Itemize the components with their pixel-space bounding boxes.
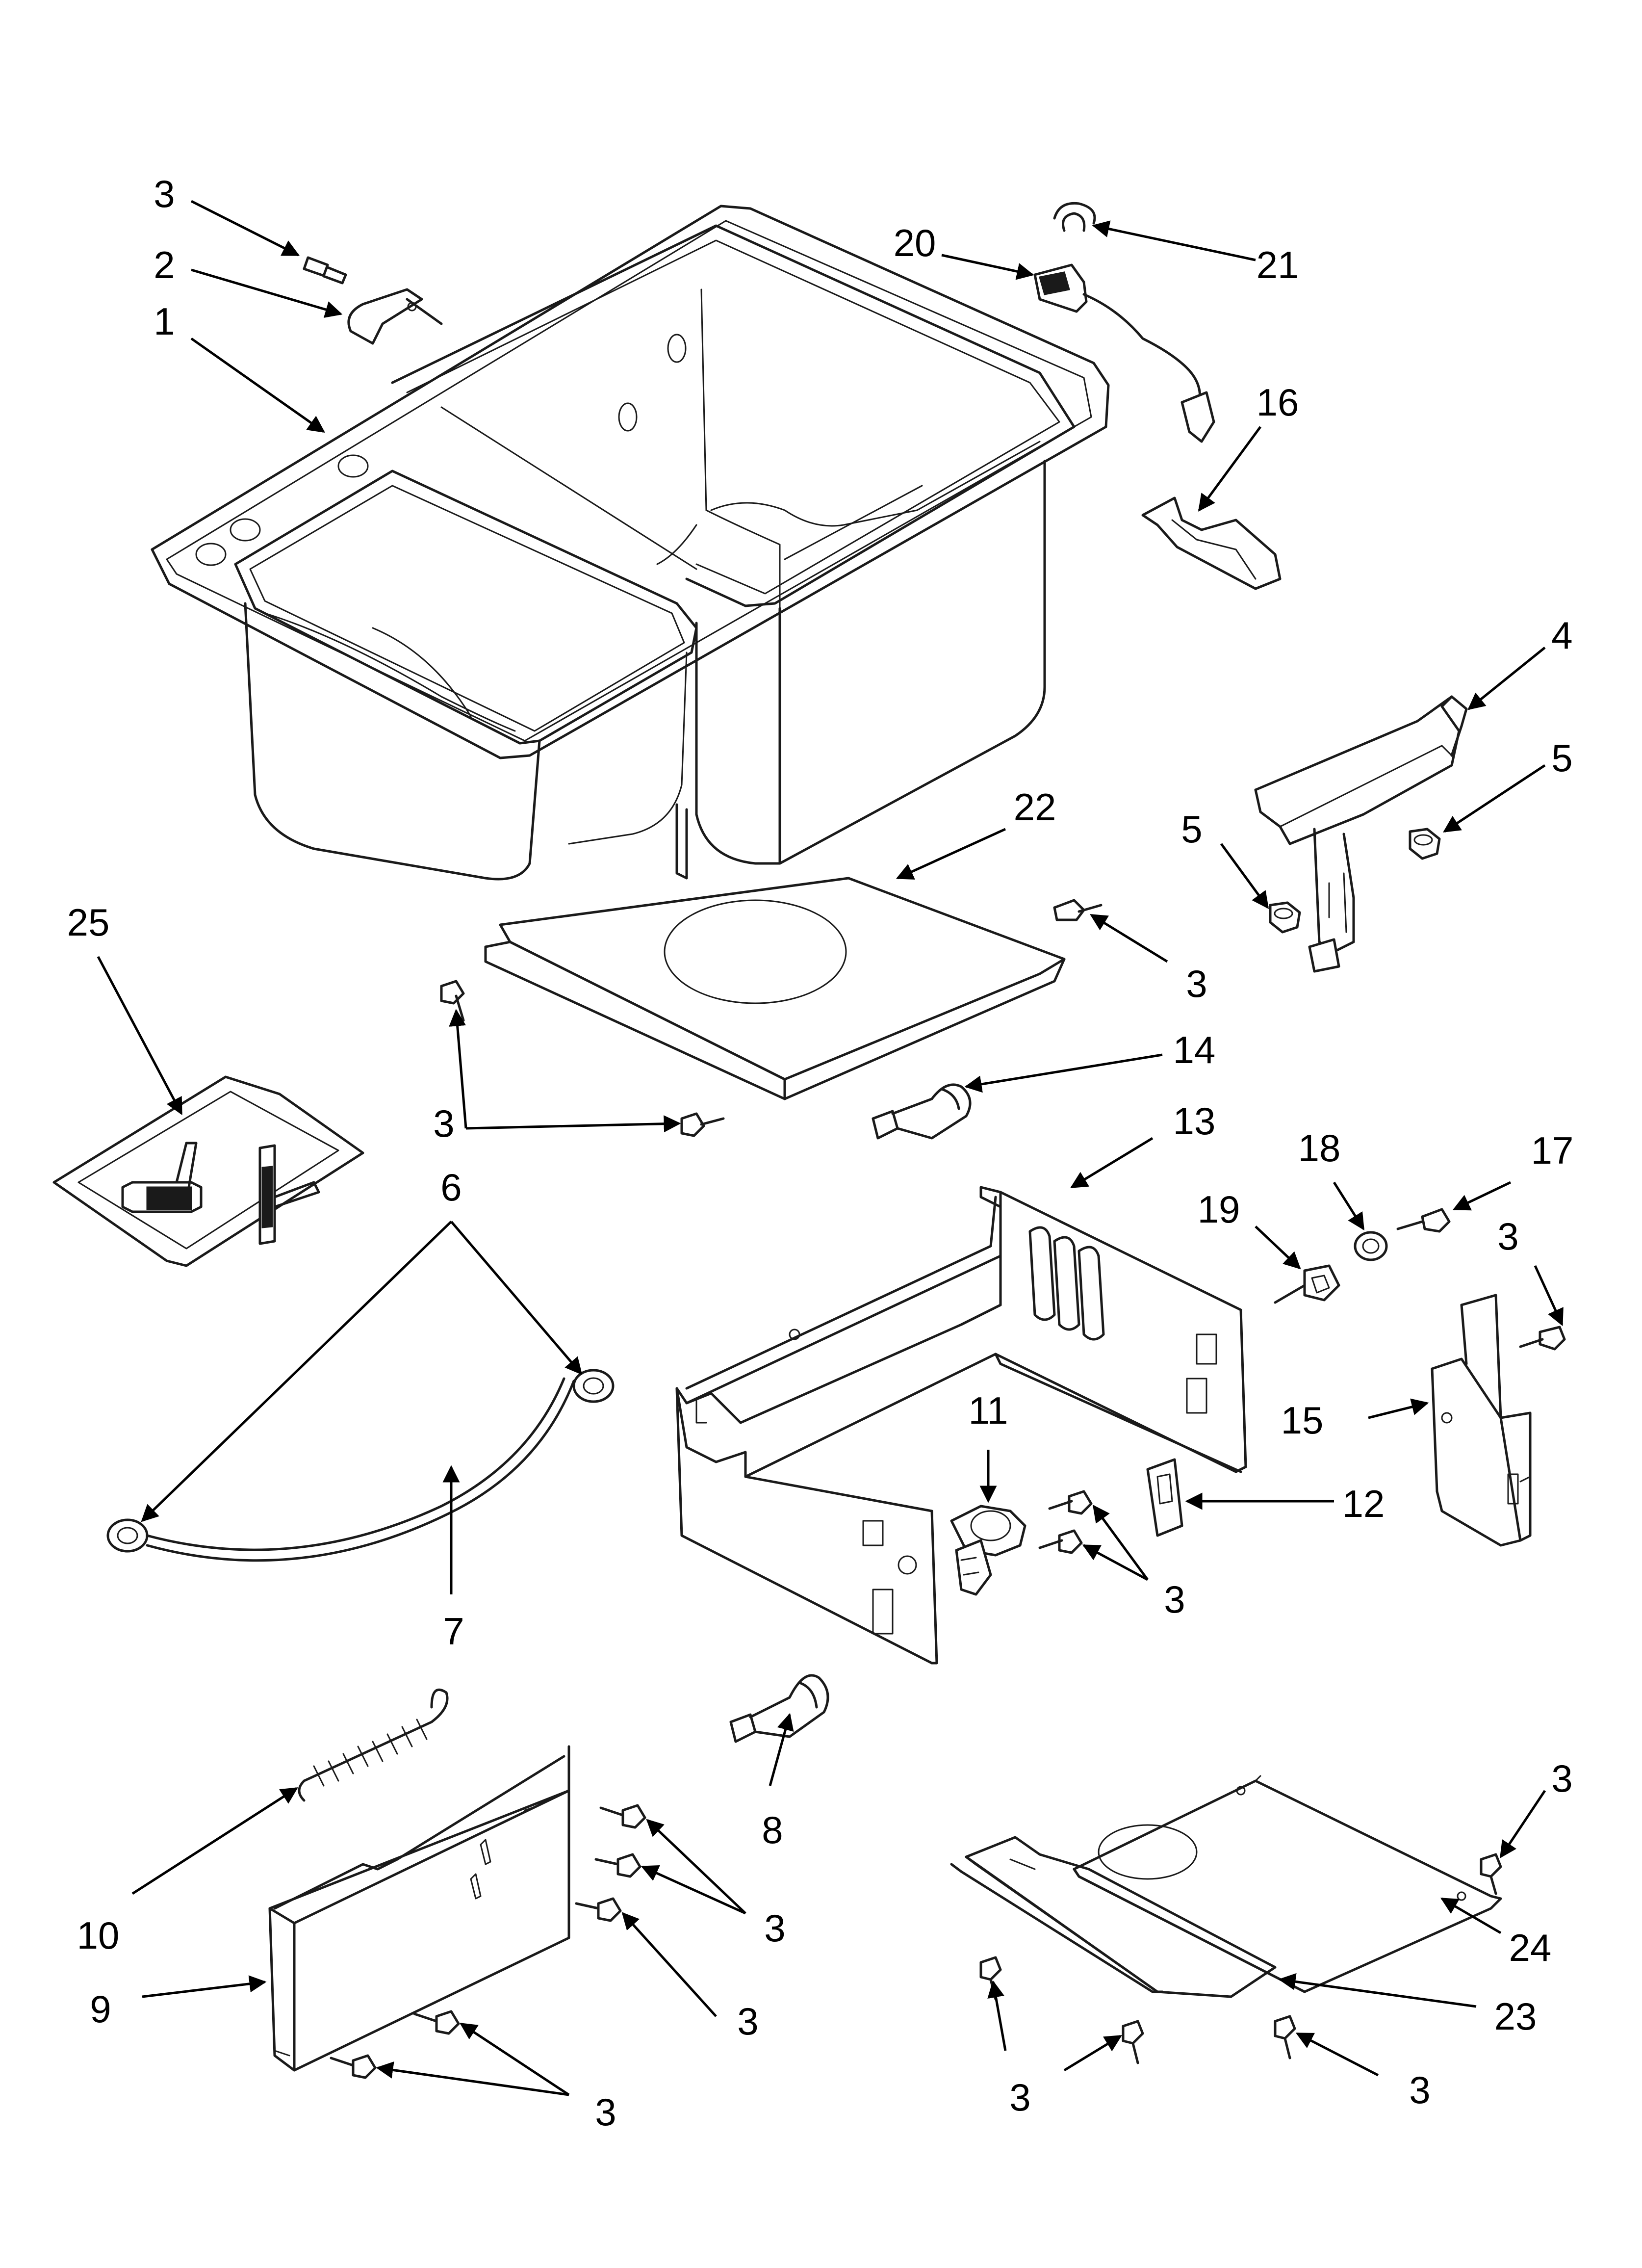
callout-3: 3 [1551,1757,1572,1800]
hose-clip [729,1674,829,1743]
callout-4: 4 [1551,614,1572,657]
callout-3: 3 [1009,2076,1030,2119]
callout-3: 3 [595,2090,616,2134]
sink-tub [151,205,1110,881]
callout-3: 3 [1409,2068,1430,2112]
callout-20: 20 [894,221,936,264]
screw-part [1048,1490,1093,1515]
callout-23: 23 [1494,1995,1537,2038]
base-strip [950,1836,1277,1998]
clip-bracket [1146,1458,1183,1537]
callout-7: 7 [443,1610,464,1653]
drain-channel [1254,695,1468,973]
screw-part [303,256,347,285]
callout-3: 3 [154,172,175,215]
wire-harness [1033,263,1215,443]
base-plate [484,877,1066,1100]
screw-part [1396,1208,1451,1233]
callout-12: 12 [1342,1482,1385,1525]
callout-2: 2 [154,243,175,287]
hardware-kit-bag [52,1075,364,1267]
screw-part [330,2054,377,2079]
callout-3: 3 [764,1906,785,1950]
screw-part [680,1112,725,1137]
hose-clip [872,1083,972,1140]
callout-3: 3 [1186,962,1207,1005]
callout-5: 5 [1551,736,1572,780]
callout-3: 3 [433,1102,454,1145]
screw-part [413,2010,460,2035]
screw-part [594,1853,641,1878]
nut-part [1269,901,1301,934]
callout-21: 21 [1257,243,1299,287]
callout-numbers: 3 2 1 20 21 16 4 5 5 22 3 25 3 14 13 6 1… [67,172,1574,2134]
callout-3: 3 [737,2000,758,2043]
screw-part [1053,899,1103,921]
bushing-part [1354,1231,1388,1261]
bracket-16 [1141,496,1282,590]
side-panel [268,1745,570,2072]
callout-17: 17 [1531,1129,1574,1172]
side-bracket [1431,1294,1532,1547]
cabinet-frame [675,1186,1247,1665]
callout-8: 8 [762,1808,783,1851]
spring-part [298,1688,449,1802]
callout-11: 11 [969,1389,1008,1432]
callout-1: 1 [154,300,175,343]
callout-14: 14 [1173,1028,1216,1071]
drain-hose [106,1369,615,1562]
nut-part [1409,828,1441,860]
grommet-part [1274,1264,1340,1304]
callout-3: 3 [1164,1578,1185,1621]
screw-part [599,1804,646,1829]
callout-3: 3 [1497,1215,1518,1258]
callout-22: 22 [1014,785,1056,829]
screw-part [575,1897,622,1922]
callout-5: 5 [1181,808,1202,851]
screw-part [440,980,465,1022]
callout-25: 25 [67,901,110,944]
clamp-part [347,288,443,345]
base-panel [1073,1775,1502,1993]
screw-part [1519,1326,1566,1351]
callout-10: 10 [77,1914,120,1957]
screw-part [1480,1853,1502,1895]
valve-part [950,1505,1026,1596]
callout-13: 13 [1173,1099,1216,1143]
callout-18: 18 [1298,1126,1341,1170]
callout-16: 16 [1257,381,1299,424]
screw-part [1274,2015,1296,2059]
callout-15: 15 [1281,1399,1324,1442]
callout-19: 19 [1198,1188,1240,1231]
callout-24: 24 [1509,1926,1552,1969]
wire-clip [1053,202,1096,232]
screw-part [979,1956,1002,2001]
screw-part [1038,1529,1083,1554]
screw-part [1122,2020,1144,2064]
callout-6: 6 [440,1166,462,1209]
callout-9: 9 [90,1987,111,2031]
leader-lines [97,200,1564,2096]
